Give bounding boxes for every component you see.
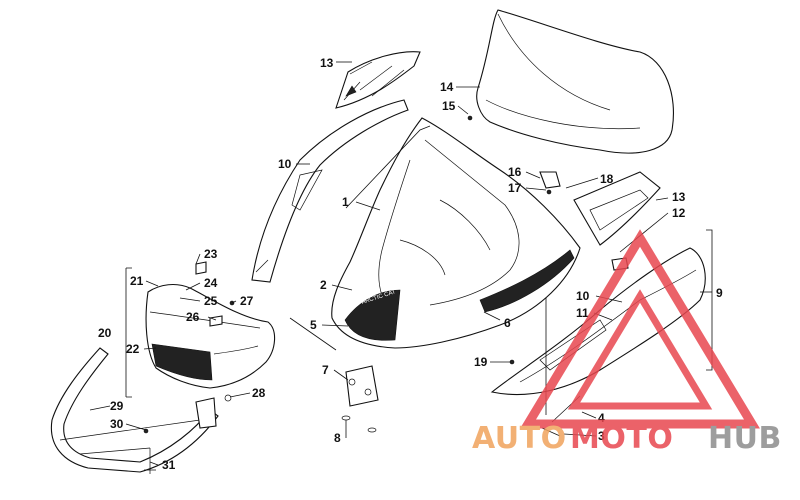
hood-part (331, 117, 581, 349)
fasteners (143, 115, 629, 474)
callout-1: 1 (342, 195, 349, 209)
watermark-hub: HUB (708, 421, 782, 456)
callout-23: 23 (204, 247, 218, 261)
vent-right-part (573, 171, 661, 246)
callout-20: 20 (98, 326, 112, 340)
callout-25: 25 (204, 294, 218, 308)
callout-19: 19 (474, 355, 488, 369)
callout-13b: 13 (672, 190, 686, 204)
leader-lines (89, 61, 712, 466)
watermark-auto: AUTO (472, 421, 567, 456)
callout-22: 22 (126, 342, 140, 356)
callout-8: 8 (334, 431, 341, 445)
callout-10b: 10 (576, 289, 590, 303)
callout-27: 27 (240, 294, 254, 308)
callout-24: 24 (204, 276, 218, 290)
windshield-part (476, 9, 674, 154)
callout-21: 21 (130, 274, 144, 288)
callout-labels: 13 10 14 15 16 17 18 13 12 9 1 2 5 6 10 … (98, 56, 723, 472)
callout-9: 9 (716, 286, 723, 300)
vent-top-part (335, 51, 421, 109)
callout-2: 2 (320, 278, 327, 292)
callout-26: 26 (186, 310, 200, 324)
bumper-part (50, 347, 219, 473)
callout-31: 31 (162, 458, 176, 472)
callout-17: 17 (508, 181, 522, 195)
nosepan-part (145, 283, 276, 389)
callout-30: 30 (110, 417, 124, 431)
callout-6: 6 (504, 316, 511, 330)
callout-11: 11 (576, 306, 589, 320)
callout-7: 7 (322, 363, 329, 377)
callout-16: 16 (508, 165, 522, 179)
callout-13a: 13 (320, 56, 334, 70)
callout-10a: 10 (278, 157, 292, 171)
side-panel-left-part (251, 99, 409, 283)
callout-29: 29 (110, 399, 124, 413)
callout-28: 28 (252, 386, 266, 400)
mount-bracket-part (341, 365, 379, 433)
watermark: AUTO MOTO HUB (472, 229, 782, 456)
callout-18: 18 (600, 172, 614, 186)
callout-14: 14 (440, 80, 454, 94)
callout-3: 3 (598, 429, 605, 443)
callout-15: 15 (442, 99, 456, 113)
callout-4: 4 (598, 411, 605, 425)
callout-12: 12 (672, 206, 686, 220)
callout-5: 5 (310, 318, 317, 332)
watermark-moto: MOTO (570, 421, 673, 456)
watermark-triangle-logo (520, 229, 760, 429)
